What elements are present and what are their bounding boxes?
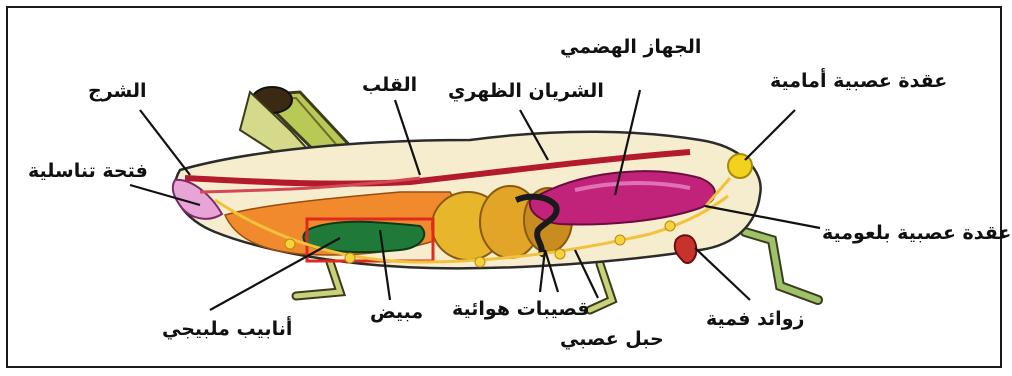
label-anterior-ganglion: عقدة عصبية أمامية [770, 72, 947, 91]
label-genital-opening: فتحة تناسلية [28, 162, 148, 181]
label-tracheae: قصيبات هوائية [452, 300, 590, 319]
label-ovary: مبيض [370, 303, 423, 322]
label-anus: الشرج [88, 82, 147, 101]
label-pharyngeal-ganglion: عقدة عصبية بلعومية [822, 224, 1011, 243]
mouthparts-shape [675, 235, 697, 263]
label-dorsal-artery: الشريان الظهري [448, 82, 604, 101]
label-mouthparts: زوائد فمية [706, 310, 804, 329]
label-nerve-cord: حبل عصبي [560, 330, 664, 349]
label-digestive-system: الجهاز الهضمي [560, 38, 701, 57]
label-heart: القلب [362, 76, 417, 95]
label-malpighian-tubules: أنابيب ملبيجي [162, 320, 292, 339]
